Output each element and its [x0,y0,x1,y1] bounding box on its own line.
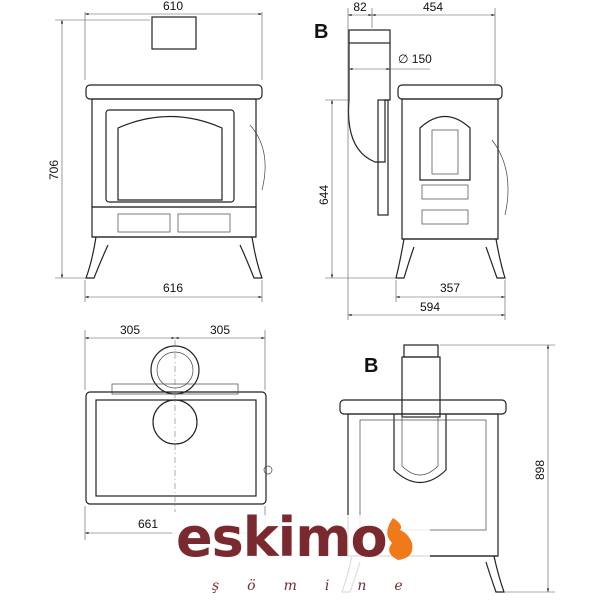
logo-tagline: şömine [212,578,431,594]
flue-height-label: 644 [317,185,331,205]
front-height-label: 706 [47,160,61,180]
top-view: 305 305 661 [84,323,273,540]
front-width-bottom-label: 616 [163,281,183,295]
side-offset-label: 82 [353,0,367,14]
rear-height-label: 898 [533,460,547,480]
eskimo-logo: eskimo şömine [172,506,431,595]
total-depth-label: 594 [420,300,440,314]
flue-diameter-label: ∅ 150 [398,52,432,66]
leg-depth-label: 357 [440,281,460,295]
front-view: 610 706 616 [47,0,266,302]
rear-view: B 898 [339,344,555,593]
logo-wordmark: eskimo [176,506,387,569]
side-view-label: B [314,21,328,43]
rear-view-label: B [364,355,378,377]
top-right-half-label: 305 [210,323,230,337]
side-depth-label: 454 [423,0,443,14]
flame-icon [387,518,413,560]
front-width-top-label: 610 [163,0,183,13]
side-view: B 82 454 ∅ 150 644 357 594 [314,0,509,320]
top-left-half-label: 305 [120,323,140,337]
top-width-label: 661 [138,517,158,531]
